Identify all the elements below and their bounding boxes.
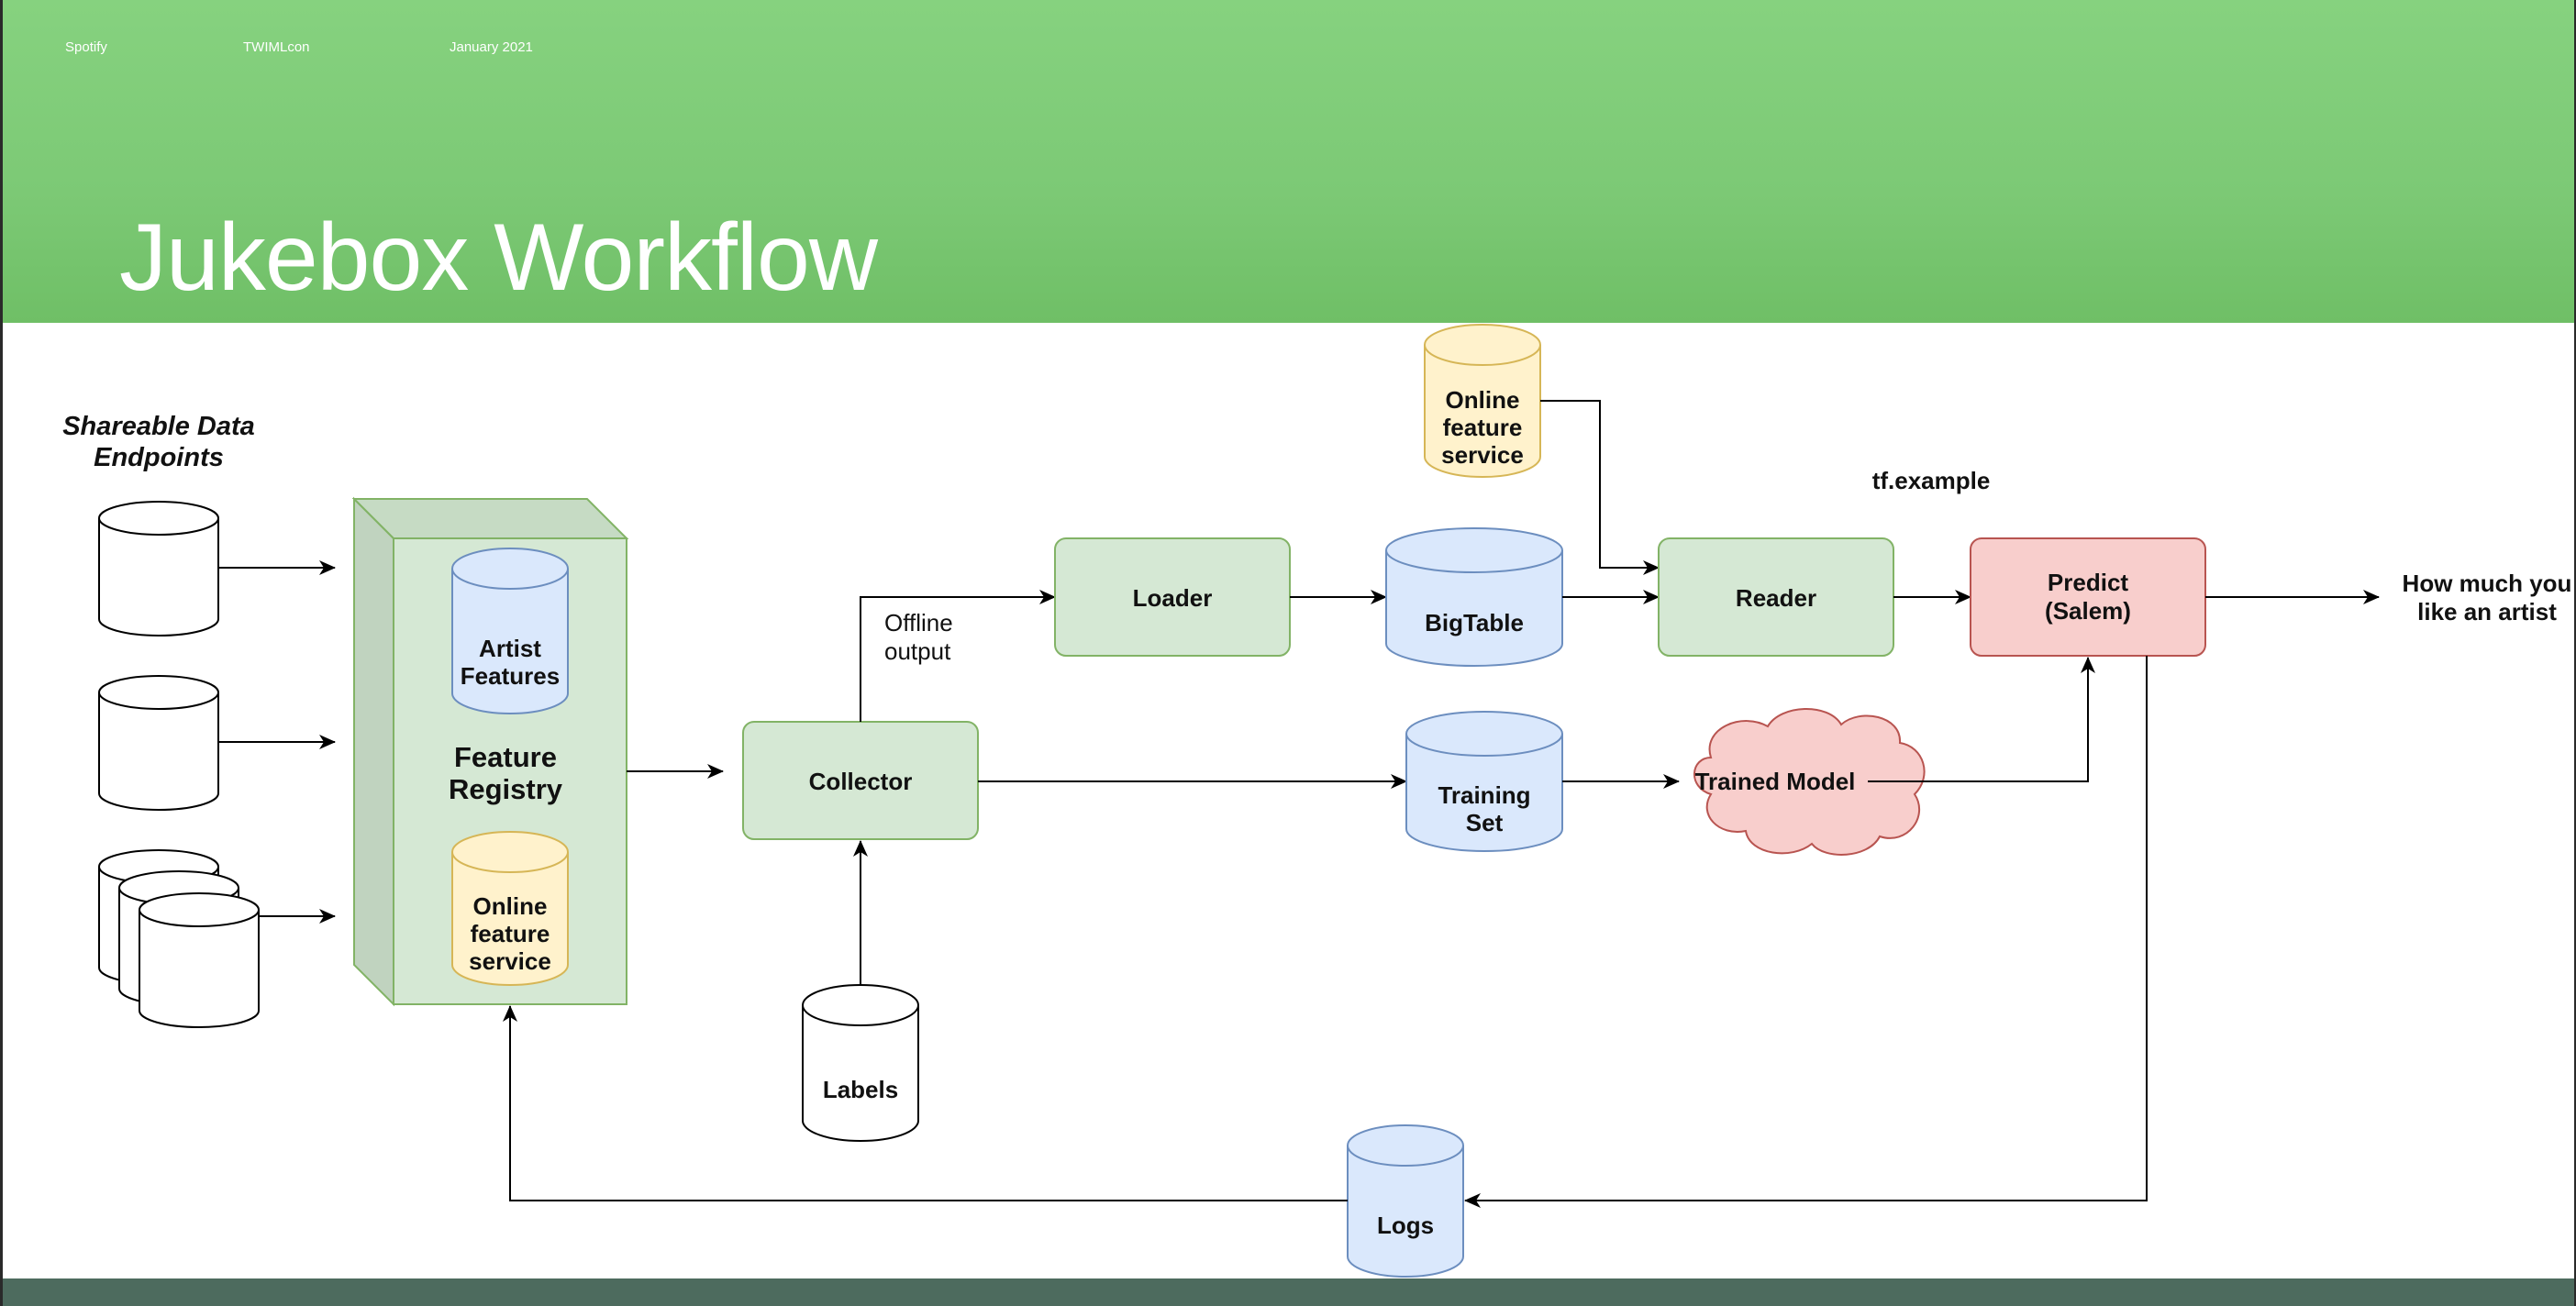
svg-text:service: service [1441, 441, 1524, 469]
svg-text:Feature: Feature [454, 741, 557, 773]
svg-text:Online: Online [473, 892, 548, 920]
predict-salem-box: Predict (Salem) [1970, 537, 2206, 657]
svg-text:feature: feature [471, 920, 550, 947]
arrow-onlineservice-reader [1540, 400, 1660, 575]
online-feature-service-inner-cylinder: Online feature service [451, 831, 569, 986]
arrow-model-predict [1868, 657, 2095, 782]
arrow-logs-registry [503, 1005, 1348, 1201]
tf-example-label: tf.example [1872, 467, 1991, 494]
svg-text:Online: Online [1446, 386, 1520, 414]
logs-cylinder: Logs [1347, 1124, 1464, 1278]
slide: Spotify TWIMLcon January 2021 Jukebox Wo… [3, 0, 2574, 1306]
slide-title: Jukebox Workflow [119, 205, 878, 311]
online-feature-service-top-cylinder: Online feature service [1424, 324, 1541, 478]
svg-text:Shareable Data: Shareable Data [62, 412, 255, 441]
svg-text:Endpoints: Endpoints [94, 443, 224, 472]
workflow-diagram: Shareable Data Endpoints [62, 324, 2572, 1278]
bigtable-cylinder: BigTable [1385, 527, 1563, 667]
arrow-collector-loader [860, 590, 1056, 722]
svg-text:Logs: Logs [1377, 1212, 1434, 1239]
labels-cylinder: Labels [802, 984, 919, 1142]
loader-box: Loader [1054, 537, 1291, 657]
svg-text:Collector: Collector [809, 768, 913, 795]
svg-text:Predict: Predict [2048, 569, 2128, 596]
endpoint-cylinder-2 [98, 675, 219, 811]
svg-text:Set: Set [1466, 809, 1504, 836]
endpoints-label: Shareable Data Endpoints [62, 412, 255, 472]
svg-text:Reader: Reader [1736, 584, 1816, 612]
svg-text:Training: Training [1438, 781, 1530, 809]
feature-registry-label: Feature Registry [449, 741, 563, 805]
svg-text:BigTable: BigTable [1425, 609, 1524, 636]
meta-event: TWIMLcon [243, 39, 310, 55]
svg-text:Offline: Offline [884, 609, 953, 636]
svg-text:Trained Model: Trained Model [1695, 768, 1856, 795]
meta-company: Spotify [65, 39, 107, 55]
arrow-predict-logs [1464, 656, 2148, 1208]
training-set-cylinder: Training Set [1405, 711, 1563, 852]
meta-date: January 2021 [450, 39, 533, 55]
svg-text:output: output [884, 637, 951, 665]
slide-footer [3, 1278, 2574, 1306]
svg-text:service: service [469, 947, 551, 975]
reader-box: Reader [1658, 537, 1894, 657]
collector-box: Collector [742, 721, 979, 840]
endpoint-cylinder-1 [98, 501, 219, 636]
svg-text:Loader: Loader [1133, 584, 1213, 612]
svg-text:feature: feature [1443, 414, 1523, 441]
svg-text:(Salem): (Salem) [2045, 597, 2131, 625]
svg-text:Features: Features [461, 662, 560, 690]
artist-features-cylinder: Artist Features [451, 548, 569, 714]
offline-output-label: Offline output [884, 609, 953, 665]
endpoint-cylinder-stack [98, 849, 260, 1028]
svg-text:Artist: Artist [479, 635, 541, 662]
svg-text:Labels: Labels [823, 1076, 898, 1103]
slide-header: Spotify TWIMLcon January 2021 Jukebox Wo… [3, 0, 2574, 323]
output-label: How much you like an artist [2403, 570, 2572, 625]
svg-text:How much you: How much you [2403, 570, 2572, 597]
trained-model-cloud: Trained Model [1693, 708, 1926, 856]
svg-text:like an artist: like an artist [2417, 598, 2557, 625]
svg-text:Registry: Registry [449, 773, 563, 805]
